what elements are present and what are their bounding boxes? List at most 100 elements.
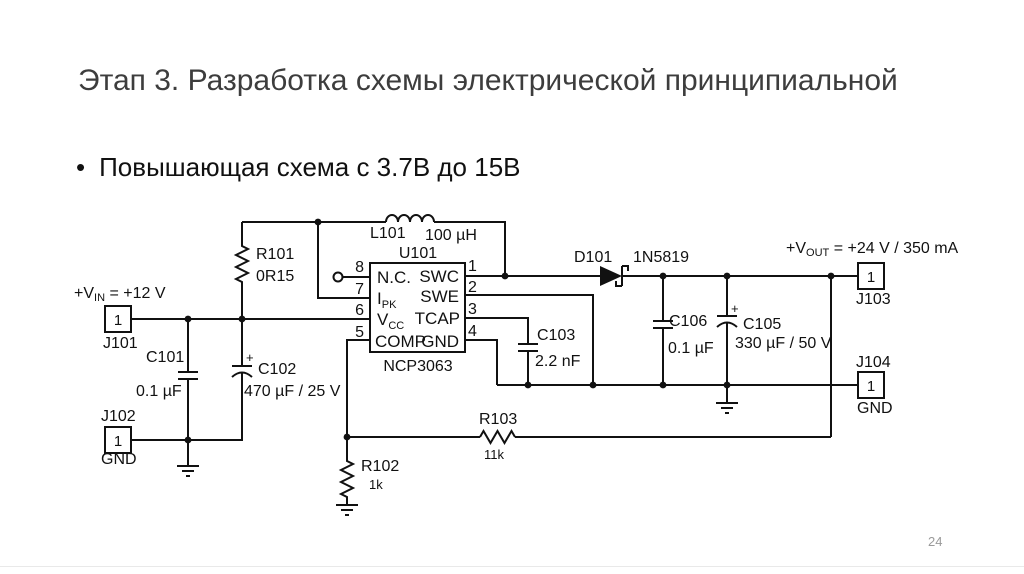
label-c105-value: 330 µF / 50 V — [735, 335, 832, 352]
label-c102-polarity: + — [246, 350, 254, 365]
ic-part-number: NCP3063 — [383, 358, 452, 375]
label-r103-ref: R103 — [479, 411, 517, 428]
label-c105-polarity: + — [731, 301, 739, 316]
label-r101-value: 0R15 — [256, 268, 294, 285]
label-l101-value: 100 µH — [425, 227, 477, 244]
connector-j102-net: GND — [101, 451, 137, 468]
label-l101-ref: L101 — [370, 225, 406, 242]
wire-ic-gnd — [465, 339, 498, 385]
ic-pin-name-ipk: IPK — [377, 289, 397, 311]
nc-open-terminal — [332, 271, 344, 283]
connector-j101-box — [104, 305, 132, 333]
junction-dot — [659, 381, 667, 389]
ic-pin-number-2: 2 — [468, 279, 477, 296]
bullet-marker: • — [76, 152, 86, 182]
capacitor-c106-symbol — [653, 276, 673, 385]
label-c103-ref: C103 — [537, 327, 575, 344]
ic-u101-body — [369, 262, 466, 353]
label-c105-ref: C105 — [743, 316, 781, 333]
capacitor-c101-symbol — [178, 319, 198, 440]
connector-j102-pin: 1 — [114, 433, 122, 450]
ic-pin-number-7: 7 — [355, 281, 364, 298]
connector-j102-ref: J102 — [101, 408, 136, 425]
wire-swe — [465, 294, 594, 385]
connector-j104-pin: 1 — [867, 378, 875, 395]
wire-tcap — [465, 317, 529, 344]
wire-comp — [346, 339, 370, 437]
ic-pin-number-1: 1 — [468, 258, 477, 275]
page-number: 24 — [928, 534, 943, 549]
diode-d101-symbol — [600, 265, 629, 287]
label-r102-ref: R102 — [361, 458, 399, 475]
connector-j104-ref: J104 — [856, 354, 891, 371]
wires — [131, 214, 858, 505]
ic-pin-name-comp: COMP — [375, 332, 426, 351]
ic-pin-name-tcap: TCAP — [415, 309, 460, 328]
ic-pin-name-nc: N.C. — [377, 268, 411, 287]
slide-bottom-divider — [0, 566, 1024, 567]
label-c102-value: 470 µF / 25 V — [244, 383, 341, 400]
wire-top-rail-right — [434, 221, 506, 276]
ic-pin-name-gnd: GND — [421, 332, 459, 351]
vout-label: +VOUT = +24 V / 350 mA — [786, 240, 959, 259]
connector-j103-box — [857, 262, 885, 290]
capacitor-c103-symbol — [518, 343, 538, 385]
ic-pin-number-4: 4 — [468, 323, 477, 340]
ground-symbol-r102 — [336, 504, 358, 516]
label-r101-ref: R101 — [256, 246, 294, 263]
label-r103-value: 11k — [484, 447, 504, 462]
junction-dot — [343, 433, 351, 441]
junction-dot — [501, 272, 509, 280]
resistor-r102-symbol — [338, 437, 356, 505]
ic-ref-designator: U101 — [399, 245, 437, 262]
capacitor-c105-symbol — [716, 276, 738, 385]
junction-dot — [184, 315, 192, 323]
ic-pin-name-swc: SWC — [419, 267, 459, 286]
label-r102-value: 1k — [369, 477, 383, 492]
slide-title: Этап 3. Разработка схемы электрической п… — [78, 64, 898, 97]
label-c102-ref: C102 — [258, 361, 296, 378]
bullet-text: Повышающая схема с 3.7В до 15В — [99, 152, 521, 182]
ic-pin-name-swe: SWE — [420, 287, 459, 306]
junction-dot — [314, 218, 322, 226]
connector-j104-box — [857, 371, 885, 399]
ic-pin-number-8: 8 — [355, 259, 364, 276]
connector-j101-ref: J101 — [103, 335, 138, 352]
ic-pin-name-vcc: VCC — [377, 310, 404, 332]
wire-j102-rail — [131, 373, 243, 441]
label-c106-value: 0.1 µF — [668, 340, 714, 357]
label-c106-ref: C106 — [669, 313, 707, 330]
inductor-l101-symbol — [385, 214, 435, 223]
label-c103-value: 2.2 nF — [535, 353, 581, 370]
label-d101-part: 1N5819 — [633, 249, 689, 266]
connector-j103-pin: 1 — [867, 269, 875, 286]
resistor-r101-symbol — [233, 222, 251, 319]
diode-schottky-bar — [615, 265, 629, 287]
junction-dot — [827, 272, 835, 280]
ic-pin-number-5: 5 — [355, 324, 364, 341]
resistor-r103-symbol — [479, 429, 516, 445]
label-d101-ref: D101 — [574, 249, 612, 266]
junction-dot — [589, 381, 597, 389]
ic-pin-number-3: 3 — [468, 301, 477, 318]
junction-dot — [238, 315, 246, 323]
bullet-line: • Повышающая схема с 3.7В до 15В — [76, 152, 521, 183]
junction-dot — [524, 381, 532, 389]
junction-dots — [184, 218, 835, 444]
wire-ipk — [317, 222, 370, 299]
junction-dot — [659, 272, 667, 280]
ground-symbol-output — [716, 385, 738, 414]
label-c101-ref: C101 — [146, 349, 184, 366]
vin-label: +VIN = +12 V — [74, 285, 166, 304]
ground-symbol-input — [177, 440, 199, 477]
connector-j104-net: GND — [857, 400, 893, 417]
ic-pin-number-6: 6 — [355, 302, 364, 319]
connector-j102-box — [104, 426, 132, 454]
diode-triangle — [600, 266, 622, 286]
capacitor-c102-symbol — [231, 319, 253, 378]
ground-symbols — [177, 385, 738, 516]
connector-j101-pin: 1 — [114, 312, 122, 329]
label-c101-value: 0.1 µF — [136, 383, 182, 400]
